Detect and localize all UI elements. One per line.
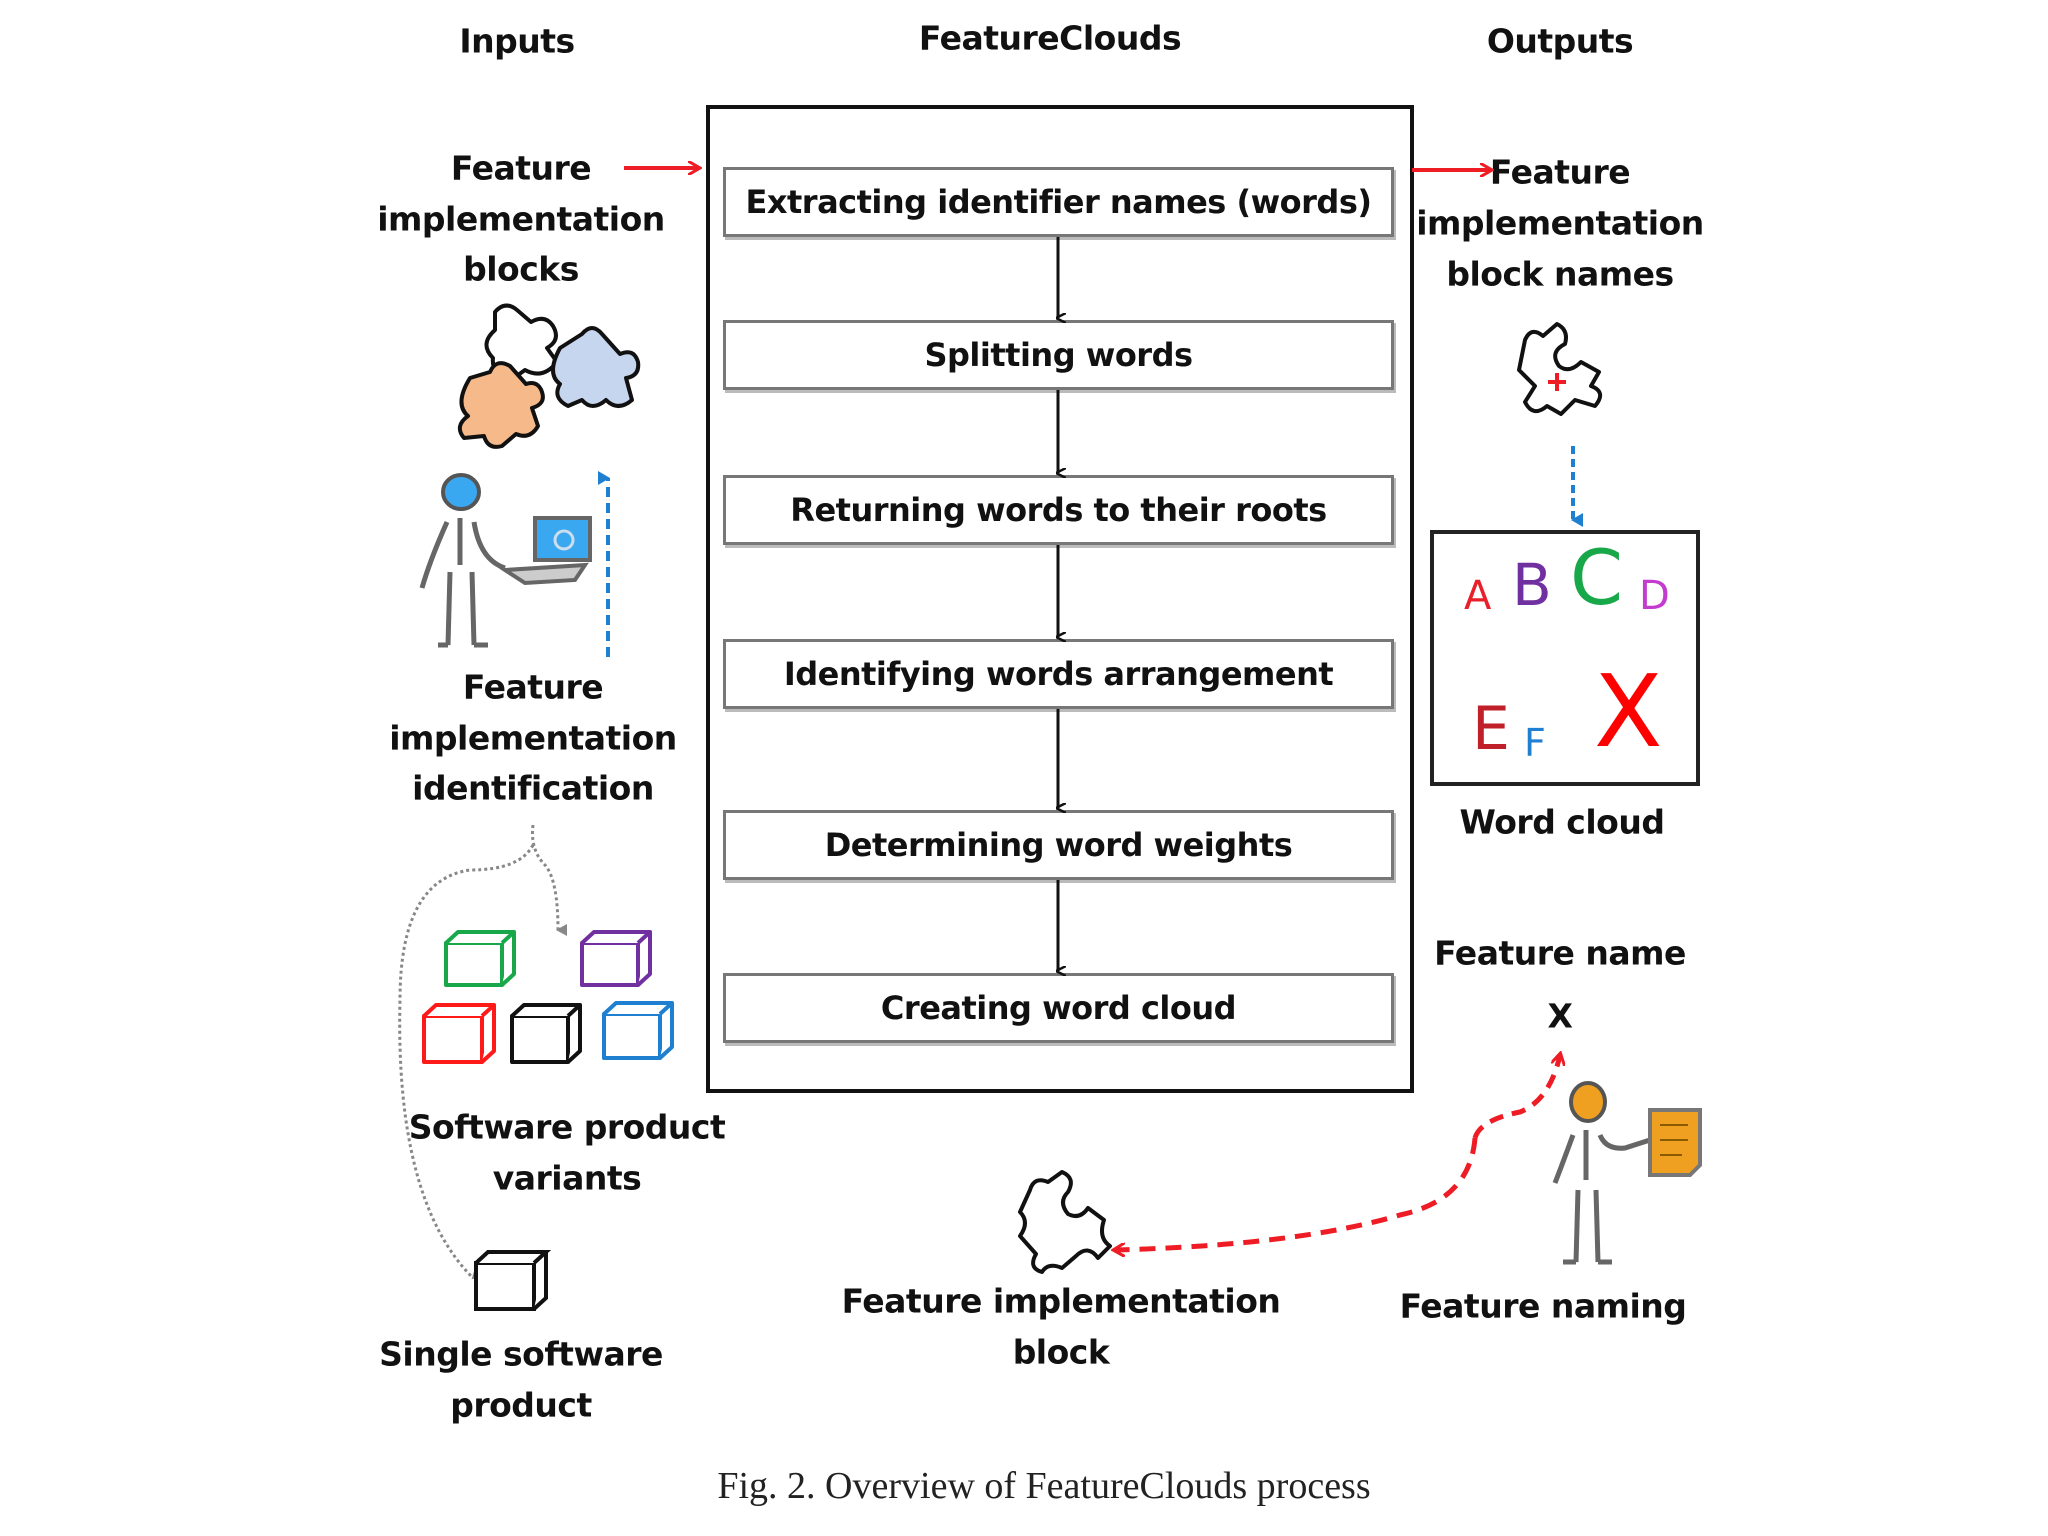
cube-black: [510, 1003, 582, 1064]
label-block-names-1: Feature: [1489, 152, 1631, 192]
label-variants-1: Software product: [408, 1107, 726, 1147]
naming-to-name-arrow: [1472, 1055, 1560, 1139]
step-word-cloud: Creating word cloud: [723, 973, 1394, 1043]
word-cloud-letter-b: B: [1512, 551, 1552, 619]
label-feature-naming: Feature naming: [1399, 1286, 1687, 1326]
step-splitting: Splitting words: [723, 320, 1394, 390]
document-icon: [1648, 1108, 1702, 1177]
word-cloud-letter-d: D: [1639, 573, 1670, 619]
label-identification-3: identification: [412, 768, 654, 808]
label-variants-2: variants: [492, 1158, 642, 1198]
software-variant-cubes: [422, 930, 674, 1064]
step-arrangement: Identifying words arrangement: [723, 639, 1394, 709]
label-impl-blocks-2: implementation: [377, 199, 665, 239]
label-block-names-2: implementation: [1416, 203, 1704, 243]
step-weights: Determining word weights: [723, 810, 1394, 880]
word-cloud-box: A B C D E F X: [1430, 530, 1700, 786]
cube-green: [444, 930, 516, 987]
label-block-names-3: block names: [1446, 254, 1674, 294]
word-cloud-letter-c: C: [1570, 533, 1624, 622]
impl-block-puzzle-icon: [1018, 1170, 1112, 1274]
label-impl-block-2: block: [1012, 1332, 1110, 1372]
label-feature-name: Feature name: [1434, 933, 1686, 973]
header-outputs: Outputs: [1486, 21, 1634, 61]
word-cloud-letter-a: A: [1464, 573, 1492, 619]
word-cloud-letter-e: E: [1472, 694, 1510, 764]
step-stemming: Returning words to their roots: [723, 475, 1394, 545]
word-cloud-letter-f: F: [1524, 721, 1546, 765]
label-identification-1: Feature: [462, 667, 604, 707]
cube-purple: [580, 930, 652, 987]
header-featureclouds: FeatureClouds: [918, 18, 1182, 58]
feature-naming-person-icon: [1552, 1081, 1702, 1265]
figure-caption: Fig. 2. Overview of FeatureClouds proces…: [717, 1465, 1371, 1507]
cube-blue: [602, 1001, 674, 1060]
block-names-puzzle-icon: [1517, 322, 1603, 416]
label-single-1: Single software: [379, 1334, 663, 1374]
naming-to-block-arrow: [1115, 1137, 1478, 1250]
step-extracting: Extracting identifier names (words): [723, 167, 1394, 237]
label-impl-blocks-1: Feature: [450, 148, 592, 188]
puzzle-pieces-icon: [457, 303, 641, 449]
word-cloud-letter-x: X: [1594, 653, 1663, 770]
to-single-dotted-arrow: [398, 844, 535, 1280]
laptop-icon: [498, 516, 592, 586]
header-inputs: Inputs: [459, 21, 575, 61]
feature-name-value: X: [1547, 996, 1573, 1036]
label-identification-2: implementation: [389, 718, 677, 758]
label-word-cloud: Word cloud: [1459, 802, 1665, 842]
single-product-cube: [474, 1250, 552, 1311]
developer-person-icon: [419, 473, 592, 648]
label-single-2: product: [450, 1385, 592, 1425]
to-variants-dotted-arrow: [531, 824, 568, 936]
label-impl-block-1: Feature implementation: [841, 1281, 1281, 1321]
label-impl-blocks-3: blocks: [463, 249, 579, 289]
cube-red: [422, 1003, 496, 1064]
featureclouds-process-box: [706, 105, 1414, 1093]
